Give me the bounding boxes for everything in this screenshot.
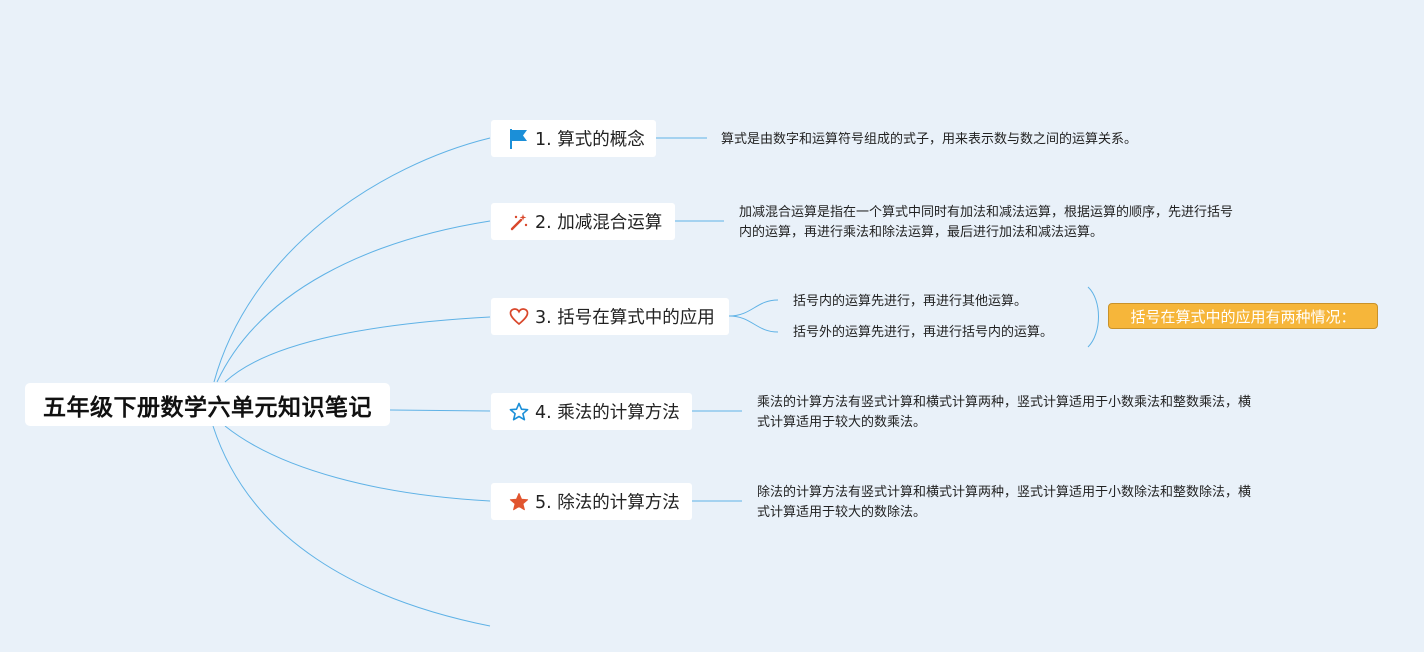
root-label: 五年级下册数学六单元知识笔记 — [43, 394, 372, 421]
topic-4[interactable]: 4. 乘法的计算方法 — [491, 393, 692, 430]
topic-3-label: 3. 括号在算式中的应用 — [535, 308, 715, 328]
link-root-topic3 — [224, 316, 491, 383]
topic-3-detail-1: 括号内的运算先进行，再进行其他运算。 — [793, 294, 1028, 309]
summary-brace — [1087, 286, 1099, 348]
topic-1-detail: 算式是由数字和运算符号组成的式子，用来表示数与数之间的运算关系。 — [721, 132, 1138, 147]
star-outline-icon — [509, 402, 529, 422]
topic-2[interactable]: 2. 加减混合运算 — [491, 203, 675, 240]
link-topic3-desc2 — [728, 315, 779, 333]
topic-5-detail: 除法的计算方法有竖式计算和横式计算两种，竖式计算适用于小数除法和整数除法，横式计… — [757, 485, 1252, 520]
topic-3[interactable]: 3. 括号在算式中的应用 — [491, 298, 729, 335]
summary-label[interactable]: 括号在算式中的应用有两种情况： — [1108, 303, 1378, 329]
link-root-topic1 — [213, 137, 491, 383]
star-filled-icon — [509, 492, 529, 512]
heart-icon — [509, 307, 529, 327]
link-root-topic4 — [389, 409, 491, 412]
flag-icon — [509, 128, 529, 149]
topic-4-label: 4. 乘法的计算方法 — [535, 403, 680, 423]
magic-wand-icon — [509, 212, 529, 232]
topic-1[interactable]: 1. 算式的概念 — [491, 120, 656, 157]
link-root-extra — [212, 425, 491, 627]
topic-3-detail-2: 括号外的运算先进行，再进行括号内的运算。 — [793, 325, 1054, 340]
topic-5-label: 5. 除法的计算方法 — [535, 493, 680, 513]
root-topic[interactable]: 五年级下册数学六单元知识笔记 — [25, 383, 390, 426]
topic-5[interactable]: 5. 除法的计算方法 — [491, 483, 692, 520]
topic-2-label: 2. 加减混合运算 — [535, 213, 663, 233]
topic-1-label: 1. 算式的概念 — [535, 130, 645, 150]
topic-4-detail: 乘法的计算方法有竖式计算和横式计算两种，竖式计算适用于小数乘法和整数乘法，横式计… — [757, 395, 1252, 430]
topic-2-detail: 加减混合运算是指在一个算式中同时有加法和减法运算，根据运算的顺序，先进行括号内的… — [739, 205, 1234, 240]
link-root-topic5 — [224, 425, 491, 502]
link-topic3-desc1 — [728, 299, 779, 317]
link-root-topic2 — [216, 220, 491, 383]
